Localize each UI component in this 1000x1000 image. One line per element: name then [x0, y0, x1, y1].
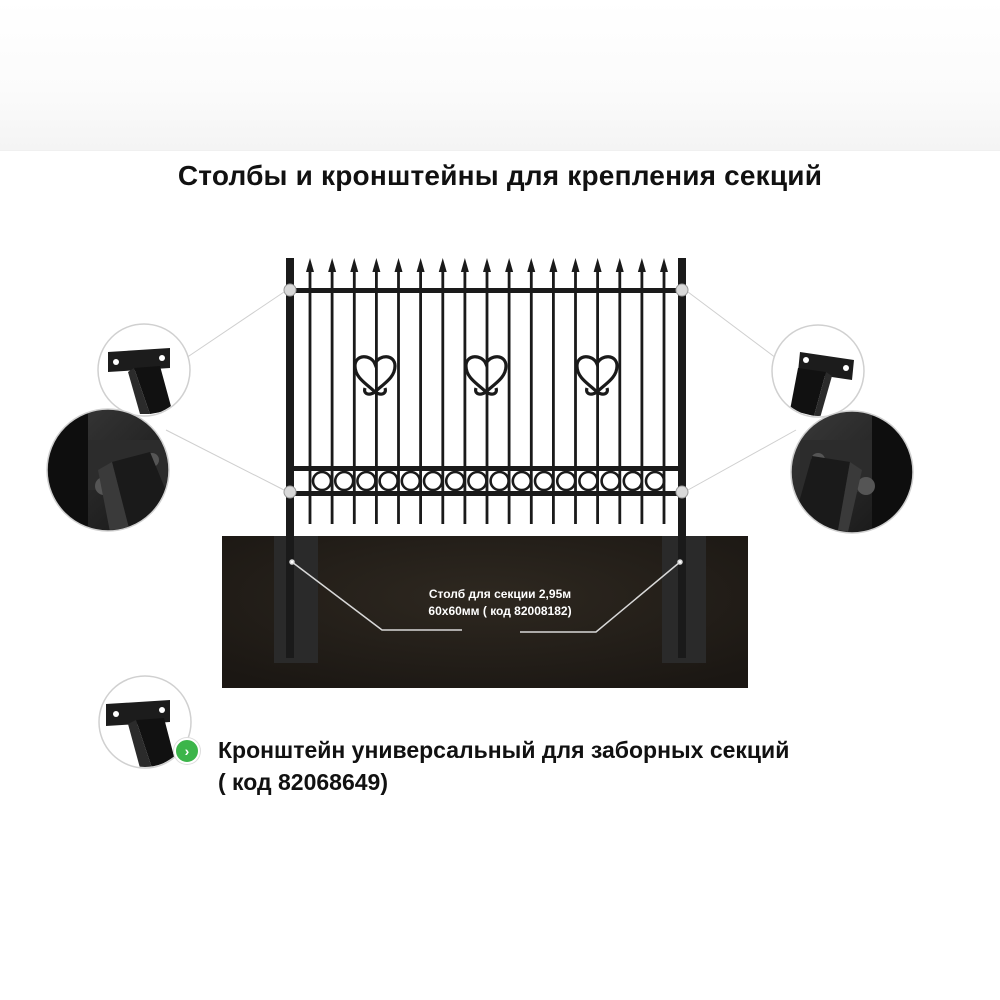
- fence-picket: [350, 258, 359, 524]
- ring-ornament: [467, 470, 488, 492]
- ring-ornament: [533, 470, 555, 492]
- ring-ornament: [600, 470, 621, 492]
- top-rail: [292, 288, 684, 293]
- fence-picket: [483, 258, 491, 524]
- middle-rail: [292, 466, 684, 471]
- chevron-right-icon: ›: [174, 738, 200, 764]
- post-label: Столб для секции 2,95м 60х60мм ( код 820…: [380, 586, 620, 620]
- ring-ornament: [311, 470, 333, 492]
- ring-ornament: [444, 470, 466, 492]
- heart-ornaments: [353, 355, 619, 396]
- left-post-base: [274, 536, 318, 663]
- fence-picket: [372, 258, 381, 524]
- ring-ornament: [378, 470, 399, 492]
- post-label-line2: 60х60мм ( код 82008182): [428, 604, 572, 618]
- ring-ornament: [511, 470, 533, 492]
- zoom-bracket-left-bottom: [46, 408, 170, 532]
- bracket-caption-line2: ( код 82068649): [218, 769, 388, 795]
- bracket-caption-line1: Кронштейн универсальный для заборных сек…: [218, 737, 790, 763]
- fence-picket: [438, 258, 447, 524]
- zoom-bracket-right-top: [771, 324, 865, 418]
- post-label-pointers: [289, 559, 683, 633]
- right-post: [678, 258, 686, 658]
- lower-rail: [292, 491, 684, 496]
- zoom-bracket-left-top: [97, 323, 191, 417]
- fence-picket: [615, 258, 624, 524]
- page-title: Столбы и кронштейны для крепления секций: [177, 160, 823, 191]
- fence-picket: [505, 258, 514, 524]
- fence-picket: [306, 258, 314, 524]
- ring-ornament: [644, 470, 666, 492]
- top-background-band: [0, 0, 1000, 151]
- left-post: [286, 258, 294, 658]
- bracket-mount-dots: [283, 283, 689, 499]
- fence-picket: [328, 258, 337, 524]
- ring-ornament: [356, 470, 377, 492]
- ring-ornament: [578, 470, 599, 492]
- fence-picket: [593, 258, 602, 524]
- ring-ornament: [333, 470, 355, 492]
- zoom-bracket-right-bottom: [790, 410, 914, 534]
- ring-ornament: [555, 470, 577, 492]
- ring-ornament: [400, 470, 422, 492]
- ring-ornament: [422, 470, 444, 492]
- fence-picket: [460, 258, 469, 524]
- fence-picket: [660, 258, 668, 524]
- ring-ornament: [489, 470, 510, 492]
- ring-ornaments: [311, 470, 666, 492]
- fence-picket: [637, 258, 646, 524]
- fence-picket: [549, 258, 558, 524]
- fence-picket: [571, 258, 580, 524]
- post-label-line1: Столб для секции 2,95м: [428, 587, 572, 601]
- fence-picket: [416, 258, 425, 524]
- fence-picket: [527, 258, 536, 524]
- ring-ornament: [622, 470, 644, 492]
- bracket-caption: Кронштейн универсальный для заборных сек…: [218, 734, 918, 798]
- fence-pickets: [306, 258, 668, 524]
- fence-picket: [394, 258, 403, 524]
- callout-lines: [165, 291, 797, 491]
- zoom-bracket-bottom: [98, 675, 192, 769]
